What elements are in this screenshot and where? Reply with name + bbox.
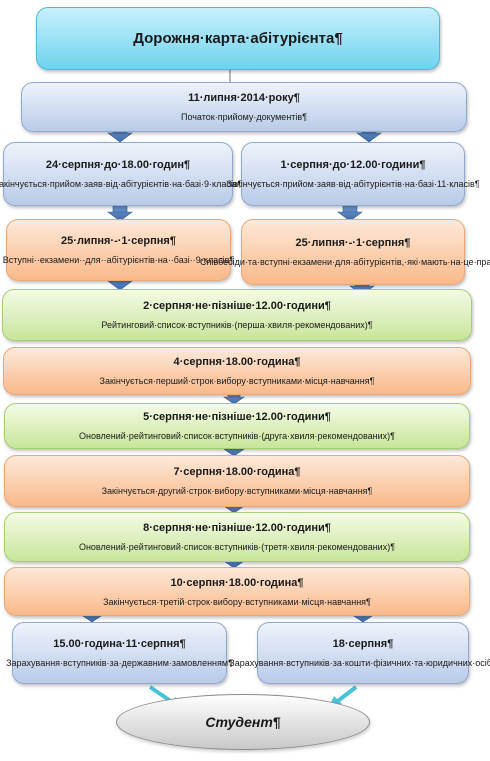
step-third-choice-deadline: 10·серпня·18.00·година¶ Закінчується·тре… (4, 567, 470, 616)
step-interviews-exams: 25·липня·-·1·серпня¶ Співбесіди·та·вступ… (200, 219, 490, 285)
step-second-choice-deadline: 7·серпня·18.00·година¶ Закінчується·друг… (4, 455, 470, 507)
step-description: Закінчується·прийом·заяв·від·абітурієнті… (0, 179, 243, 189)
step-date: 2·серпня·не·пізніше·12.00·години¶ (143, 300, 331, 312)
step-date: 18·серпня¶ (332, 638, 394, 650)
step-first-choice-deadline: 4·серпня·18.00·година¶ Закінчується·перш… (3, 347, 471, 395)
arrow-diagonal (332, 685, 358, 706)
step-date: 1·серпня·до·12.00·години¶ (280, 159, 426, 171)
roadmap-title: Дорожня·карта·абітурієнта¶ (133, 30, 343, 47)
step-date: 11·липня·2014·року¶ (188, 92, 300, 104)
step-enrollment-state-order: 15.00·година·11·серпня¶ Зарахування·всту… (6, 622, 233, 684)
step-description: Закінчується·другий·строк·вибору·вступни… (101, 486, 373, 496)
step-description: Закінчується·третій·строк·вибору·вступни… (103, 596, 371, 607)
step-date: 24·серпня·до·18.00·годин¶ (45, 159, 191, 171)
student-result-oval: Студент¶ (116, 694, 370, 750)
step-description: Початок·прийому·документів¶ (180, 112, 308, 122)
step-description: Оновлений·рейтинговий·список·вступників·… (78, 542, 396, 552)
step-date: 10·серпня·18.00·година¶ (170, 576, 304, 589)
step-start-documents: 11·липня·2014·року¶ Початок·прийому·доку… (21, 82, 467, 132)
student-label: Студент¶ (205, 714, 281, 730)
step-description: Закінчується·прийом·заяв·від·абітурієнті… (226, 179, 480, 189)
step-exams-9-class: 25·липня·-·1·серпня¶ Вступні··екзамени··… (2, 219, 235, 281)
step-date: 25·липня·-·1·серпня¶ (61, 235, 176, 247)
step-date: 4·серпня·18.00·година¶ (173, 356, 301, 368)
step-deadline-9-class: 24·серпня·до·18.00·годин¶ Закінчується·п… (0, 142, 242, 206)
step-description: Співбесіди·та·вступні·екзамени·для·абіту… (200, 257, 490, 267)
step-enrollment-paid: 18·серпня¶ Зарахування·вступників·за·кош… (229, 622, 490, 684)
step-description: Оновлений·рейтинговий·список·вступників·… (78, 431, 395, 441)
step-description: Зарахування·вступників·за·кошти·фізичних… (229, 658, 490, 668)
step-date: 5·серпня·не·пізніше·12.00·години¶ (143, 411, 331, 423)
step-date: 25·липня·-·1·серпня¶ (295, 237, 411, 249)
step-description: Закінчується·перший·строк·вибору·вступни… (99, 376, 375, 386)
step-description: Зарахування·вступників·за·державним·замо… (6, 658, 233, 668)
step-ranking-second-wave: 5·серпня·не·пізніше·12.00·години¶ Оновле… (4, 403, 470, 449)
step-description: Рейтинговий·список·вступників·(перша·хви… (101, 320, 373, 330)
step-date: 15.00·година·11·серпня¶ (53, 638, 186, 650)
step-deadline-11-class: 1·серпня·до·12.00·години¶ Закінчується·п… (226, 142, 480, 206)
step-ranking-first-wave: 2·серпня·не·пізніше·12.00·години¶ Рейтин… (2, 289, 472, 341)
step-description: Вступні··екзамени··для··абітурієнтів·на·… (2, 255, 235, 265)
step-date: 8·серпня·не·пізніше·12.00·години¶ (143, 522, 331, 534)
roadmap-title-box: Дорожня·карта·абітурієнта¶ (36, 7, 440, 70)
step-ranking-third-wave: 8·серпня·не·пізніше·12.00·години¶ Оновле… (4, 512, 470, 562)
step-date: 7·серпня·18.00·година¶ (173, 466, 301, 478)
